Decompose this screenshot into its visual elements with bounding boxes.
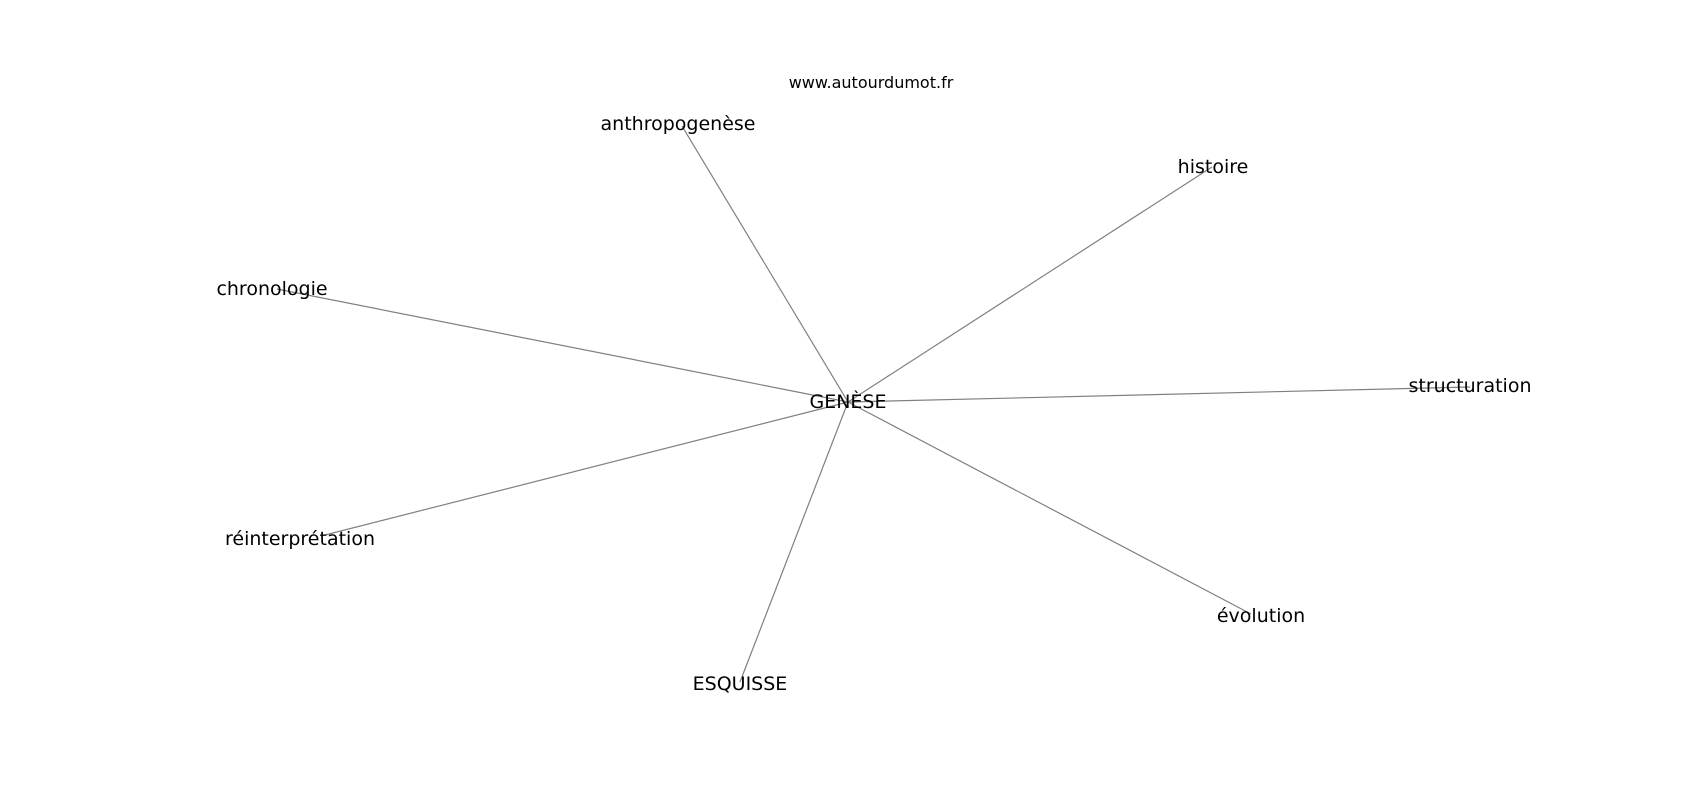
node-chronologie: chronologie	[216, 278, 327, 300]
edge-evolution	[847, 401, 1252, 615]
node-structuration: structuration	[1409, 375, 1532, 397]
labels: www.autourdumot.fr GENÈSE anthropogenèse…	[216, 73, 1531, 695]
edge-esquisse	[739, 401, 849, 683]
node-histoire: histoire	[1178, 156, 1249, 178]
edge-structuration	[847, 386, 1471, 403]
node-reinterpretation: réinterprétation	[225, 528, 375, 550]
node-anthropogenese: anthropogenèse	[601, 113, 756, 135]
source-watermark: www.autourdumot.fr	[789, 73, 954, 92]
edge-chronologie	[276, 288, 849, 403]
edge-histoire	[847, 166, 1213, 403]
edges	[276, 125, 1471, 683]
node-center-genese: GENÈSE	[809, 390, 886, 413]
edge-reinterpretation	[320, 401, 849, 537]
node-evolution: évolution	[1217, 605, 1305, 627]
node-esquisse: ESQUISSE	[693, 673, 788, 695]
edge-anthropogenese	[681, 125, 849, 403]
